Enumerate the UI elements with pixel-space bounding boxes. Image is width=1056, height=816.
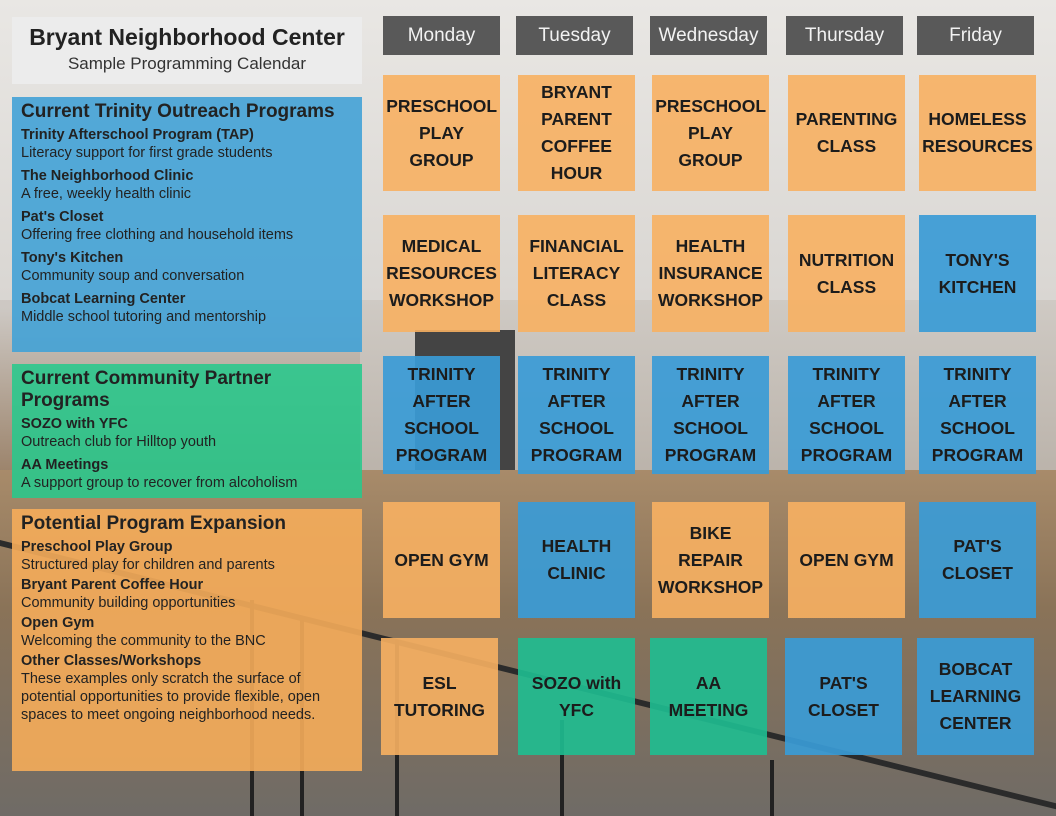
program-name: Other Classes/Workshops [21, 653, 202, 669]
program-desc: These examples only scratch the surface … [21, 671, 321, 723]
program-name: Bryant Parent Coffee Hour [21, 577, 204, 593]
program-name: The Neighborhood Clinic [21, 168, 194, 184]
expansion-programs-panel: Potential Program Expansion Preschool Pl… [12, 509, 362, 771]
program-desc: Structured play for children and parents [21, 557, 275, 573]
schedule-cell: OPEN GYM [788, 502, 905, 618]
schedule-cell: HOMELESS RESOURCES [919, 75, 1036, 191]
panel-heading: Potential Program Expansion [21, 513, 286, 534]
program-name: SOZO with YFC [21, 416, 128, 432]
title-box: Bryant Neighborhood Center Sample Progra… [12, 17, 362, 84]
program-desc: Outreach club for Hilltop youth [21, 434, 217, 450]
panel-heading: Current Trinity Outreach Programs [21, 101, 335, 122]
program-desc: Middle school tutoring and mentorship [21, 309, 267, 325]
program-name: Preschool Play Group [21, 539, 173, 555]
program-name: Bobcat Learning Center [21, 291, 186, 307]
schedule-cell: NUTRITION CLASS [788, 215, 905, 332]
background-baluster [560, 720, 564, 816]
schedule-cell: TRINITY AFTER SCHOOL PROGRAM [518, 356, 635, 474]
schedule-cell: FINANCIAL LITERACY CLASS [518, 215, 635, 332]
program-name: Tony's Kitchen [21, 250, 124, 266]
schedule-cell: PRESCHOOL PLAY GROUP [383, 75, 500, 191]
program-desc: Literacy support for first grade student… [21, 145, 273, 161]
schedule-cell: MEDICAL RESOURCES WORKSHOP [383, 215, 500, 332]
schedule-cell: PRESCHOOL PLAY GROUP [652, 75, 769, 191]
program-name: Open Gym [21, 615, 95, 631]
schedule-cell: ESL TUTORING [381, 638, 498, 755]
schedule-cell: TRINITY AFTER SCHOOL PROGRAM [788, 356, 905, 474]
day-header-thursday: Thursday [786, 16, 903, 55]
schedule-cell: TRINITY AFTER SCHOOL PROGRAM [919, 356, 1036, 474]
day-header-tuesday: Tuesday [516, 16, 633, 55]
day-header-friday: Friday [917, 16, 1034, 55]
program-desc: A support group to recover from alcoholi… [21, 475, 298, 491]
program-desc: Community building opportunities [21, 595, 236, 611]
program-desc: A free, weekly health clinic [21, 186, 192, 202]
schedule-cell: TONY'S KITCHEN [919, 215, 1036, 332]
program-desc: Community soup and conversation [21, 268, 245, 284]
partner-programs-panel: Current Community Partner Programs SOZO … [12, 364, 362, 498]
background-baluster [770, 760, 774, 816]
program-name: Trinity Afterschool Program (TAP) [21, 127, 254, 143]
page-subtitle: Sample Programming Calendar [67, 54, 307, 73]
schedule-cell: OPEN GYM [383, 502, 500, 618]
schedule-cell: BOBCAT LEARNING CENTER [917, 638, 1034, 755]
schedule-cell: TRINITY AFTER SCHOOL PROGRAM [652, 356, 769, 474]
schedule-cell: BIKE REPAIR WORKSHOP [652, 502, 769, 618]
schedule-cell: HEALTH CLINIC [518, 502, 635, 618]
day-header-monday: Monday [383, 16, 500, 55]
schedule-cell: TRINITY AFTER SCHOOL PROGRAM [383, 356, 500, 474]
schedule-cell: BRYANT PARENT COFFEE HOUR [518, 75, 635, 191]
schedule-cell: PAT'S CLOSET [785, 638, 902, 755]
schedule-cell: PARENTING CLASS [788, 75, 905, 191]
panel-heading: Current Community Partner Programs [21, 368, 272, 411]
program-name: AA Meetings [21, 457, 109, 473]
program-desc: Welcoming the community to the BNC [21, 633, 266, 649]
schedule-cell: HEALTH INSURANCE WORKSHOP [652, 215, 769, 332]
program-name: Pat's Closet [21, 209, 104, 225]
schedule-cell: PAT'S CLOSET [919, 502, 1036, 618]
trinity-programs-panel: Current Trinity Outreach Programs Trinit… [12, 97, 362, 352]
program-desc: Offering free clothing and household ite… [21, 227, 294, 243]
schedule-cell: AA MEETING [650, 638, 767, 755]
day-header-wednesday: Wednesday [650, 16, 767, 55]
page-title: Bryant Neighborhood Center [29, 24, 345, 50]
schedule-cell: SOZO with YFC [518, 638, 635, 755]
